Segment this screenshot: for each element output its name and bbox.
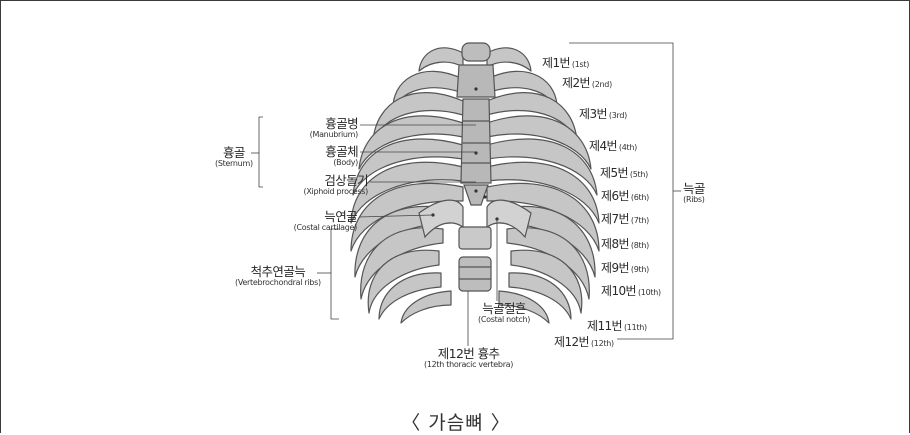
rib-label-2-ko: 제2번 xyxy=(562,76,591,90)
rib-label-5-ko: 제5번 xyxy=(600,166,629,180)
rib-label-6-en: (6th) xyxy=(630,193,649,202)
rib-label-8-en: (8th) xyxy=(630,241,649,250)
rib-label-7: 제7번(7th) xyxy=(601,210,649,226)
rib-label-7-en: (7th) xyxy=(630,216,649,225)
label-costal-cartilage-ko: 늑연골 xyxy=(324,209,357,224)
label-manubrium-ko: 흉골병 xyxy=(325,116,358,131)
rib-label-2: 제2번(2nd) xyxy=(562,74,612,90)
label-vertebrochondral: 척추연골늑 (Vertebrochondral ribs) xyxy=(235,264,321,287)
label-vertebrochondral-ko: 척추연골늑 xyxy=(250,264,306,279)
rib-label-12-ko: 제12번 xyxy=(554,335,590,349)
rib-right-7 xyxy=(486,182,600,252)
rib-label-9-ko: 제9번 xyxy=(601,261,630,275)
label-sternum: 흉골 (Sternum) xyxy=(215,145,253,168)
figure-caption: 〈 가슴뼈 〉 xyxy=(401,412,511,434)
label-body-ko: 흉골체 xyxy=(325,144,358,159)
rib-label-7-ko: 제7번 xyxy=(601,212,630,226)
rib-left-5 xyxy=(352,138,464,196)
rib-label-8: 제8번(8th) xyxy=(601,235,649,251)
rib-label-6-ko: 제6번 xyxy=(601,189,630,203)
rib-left-1 xyxy=(418,47,464,72)
label-sternum-ko: 흉골 xyxy=(222,145,245,160)
rib-right-1 xyxy=(486,47,532,72)
rib-label-11: 제11번(11th) xyxy=(587,317,647,333)
label-xiphoid: 검상돌기 (Xiphoid process) xyxy=(303,173,369,196)
rib-label-10-ko: 제10번 xyxy=(601,284,637,298)
rib-left-7 xyxy=(350,182,464,252)
rib-label-4: 제4번(4th) xyxy=(589,137,637,153)
vertebra-top xyxy=(461,42,491,62)
rib-right-5 xyxy=(486,138,598,196)
label-ribs-group: 늑골 (Ribs) xyxy=(683,181,705,204)
rib-left-4 xyxy=(358,115,464,170)
rib-right-6 xyxy=(486,161,600,224)
label-thoracic-12-en: (12th thoracic vertebra) xyxy=(424,359,514,369)
rib-right-9 xyxy=(506,227,590,300)
rib-label-12-en: (12th) xyxy=(590,339,614,348)
label-manubrium: 흉골병 (Manubrium) xyxy=(309,116,359,139)
label-body-en: (Body) xyxy=(333,157,358,167)
rib-label-4-ko: 제4번 xyxy=(589,139,618,153)
rib-label-3-en: (3rd) xyxy=(608,111,627,120)
label-costal-cartilage-en: (Costal cartilage) xyxy=(293,222,358,232)
rib-label-9: 제9번(9th) xyxy=(601,259,649,275)
rib-label-6: 제6번(6th) xyxy=(601,187,649,203)
rib-label-9-en: (9th) xyxy=(630,265,649,274)
leader-lines xyxy=(251,42,681,346)
label-costal-notch: 늑골절흔 (Costal notch) xyxy=(478,301,531,324)
vertebra-12 xyxy=(458,256,492,292)
manubrium-shape xyxy=(456,64,496,98)
rib-label-11-ko: 제11번 xyxy=(587,319,623,333)
label-thoracic-12: 제12번 흉추 (12th thoracic vertebra) xyxy=(424,346,514,369)
label-costal-cartilage: 늑연골 (Costal cartilage) xyxy=(293,209,358,232)
label-sternum-en: (Sternum) xyxy=(215,158,253,168)
rib-label-1-en: (1st) xyxy=(571,60,590,69)
rib-label-4-en: (4th) xyxy=(618,143,637,152)
label-vertebrochondral-en: (Vertebrochondral ribs) xyxy=(235,277,321,287)
label-body: 흉골체 (Body) xyxy=(325,144,358,167)
rib-left-6 xyxy=(350,161,464,224)
rib-right-4 xyxy=(486,115,592,170)
rib-label-3-ko: 제3번 xyxy=(579,107,608,121)
rib-right-10 xyxy=(510,249,583,314)
rib-label-1: 제1번(1st) xyxy=(542,54,589,70)
xiphoid-shape xyxy=(463,184,489,206)
sternum-shape xyxy=(456,64,496,206)
rib-left-11 xyxy=(378,272,442,320)
rib-left-10 xyxy=(367,249,440,314)
rib-left-9 xyxy=(360,227,444,300)
rib-label-11-en: (11th) xyxy=(623,323,647,332)
label-xiphoid-ko: 검상돌기 xyxy=(324,173,368,188)
rib-label-2-en: (2nd) xyxy=(591,80,612,89)
label-ribs-group-en: (Ribs) xyxy=(683,194,705,204)
rib-left-12 xyxy=(400,290,452,324)
label-costal-notch-en: (Costal notch) xyxy=(478,314,531,324)
rib-label-10-en: (10th) xyxy=(637,288,661,297)
label-xiphoid-en: (Xiphoid process) xyxy=(303,186,369,196)
sternum-body-shape xyxy=(460,98,492,184)
label-ribs-group-ko: 늑골 xyxy=(683,181,705,196)
rib-label-1-ko: 제1번 xyxy=(542,56,571,70)
leader-dots xyxy=(431,87,499,221)
rib-label-10: 제10번(10th) xyxy=(601,282,661,298)
label-manubrium-en: (Manubrium) xyxy=(309,129,359,139)
rib-label-12: 제12번(12th) xyxy=(554,333,614,349)
rib-right-12 xyxy=(498,290,550,324)
rib-label-8-ko: 제8번 xyxy=(601,237,630,251)
label-costal-notch-ko: 늑골절흔 xyxy=(482,301,526,316)
rib-label-3: 제3번(3rd) xyxy=(579,105,627,121)
rib-label-5-en: (5th) xyxy=(629,170,648,179)
rib-label-5: 제5번(5th) xyxy=(600,164,648,180)
label-thoracic-12-ko: 제12번 흉추 xyxy=(437,346,500,361)
rib-right-11 xyxy=(508,272,572,320)
vertebral-column xyxy=(458,42,492,292)
